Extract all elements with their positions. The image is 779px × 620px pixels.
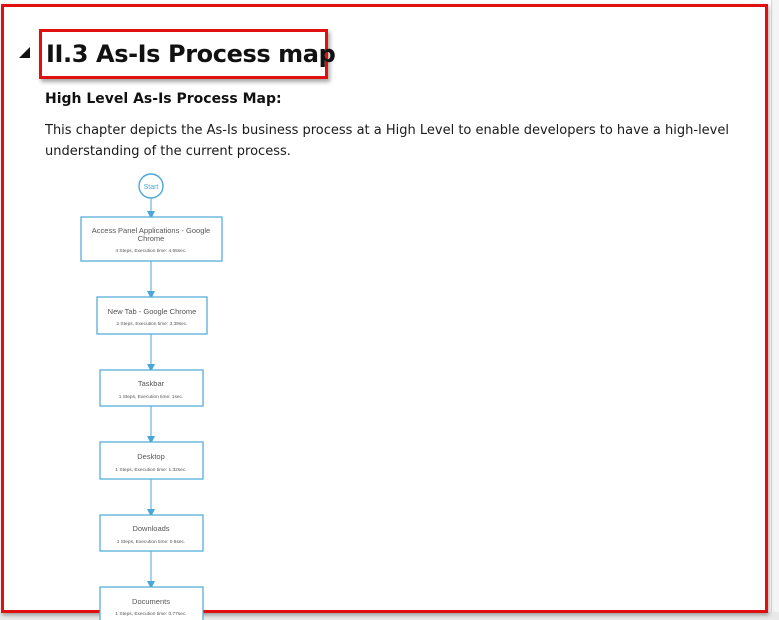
step-detail: 1 Steps, Execution time: 1.32sec. [115, 467, 186, 473]
step-title: Access Panel Applications - Google [92, 226, 210, 235]
process-step: Access Panel Applications - Google Chrom… [80, 216, 223, 262]
scrollbar-edge [771, 0, 779, 620]
start-label: Start [144, 184, 159, 191]
step-title: New Tab - Google Chrome [108, 307, 197, 316]
step-detail: 1 Steps, Execution time: 1sec. [119, 394, 184, 400]
step-detail: 1 Steps, Execution time: 0.77sec. [115, 611, 186, 617]
intro-paragraph: This chapter depicts the As-Is business … [45, 123, 729, 159]
process-step: Documents 1 Steps, Execution time: 0.77s… [99, 586, 204, 620]
process-step: Downloads 1 Steps, Execution time: 0.8se… [99, 514, 204, 552]
step-title: Documents [132, 597, 170, 606]
section-heading: II.3 As-Is Process map [46, 40, 336, 68]
step-title: Desktop [137, 452, 165, 461]
step-title-line2: Chrome [138, 234, 165, 243]
heading-highlight-box: II.3 As-Is Process map [39, 29, 336, 79]
collapse-triangle-icon[interactable] [19, 47, 30, 58]
process-step: New Tab - Google Chrome 2 Steps, Executi… [96, 296, 208, 335]
subheading: High Level As-Is Process Map: [45, 91, 282, 107]
step-detail: 4 Steps, Execution time: 4.65sec. [115, 248, 186, 254]
bottom-edge [0, 612, 779, 620]
highlight-frame [1, 4, 768, 613]
step-detail: 2 Steps, Execution time: 3.39sec. [116, 321, 187, 327]
step-title: Downloads [132, 524, 169, 533]
process-step: Taskbar 1 Steps, Execution time: 1sec. [99, 369, 204, 407]
process-step: Desktop 1 Steps, Execution time: 1.32sec… [99, 441, 204, 480]
step-title: Taskbar [138, 379, 165, 388]
step-detail: 1 Steps, Execution time: 0.8sec. [117, 539, 186, 545]
